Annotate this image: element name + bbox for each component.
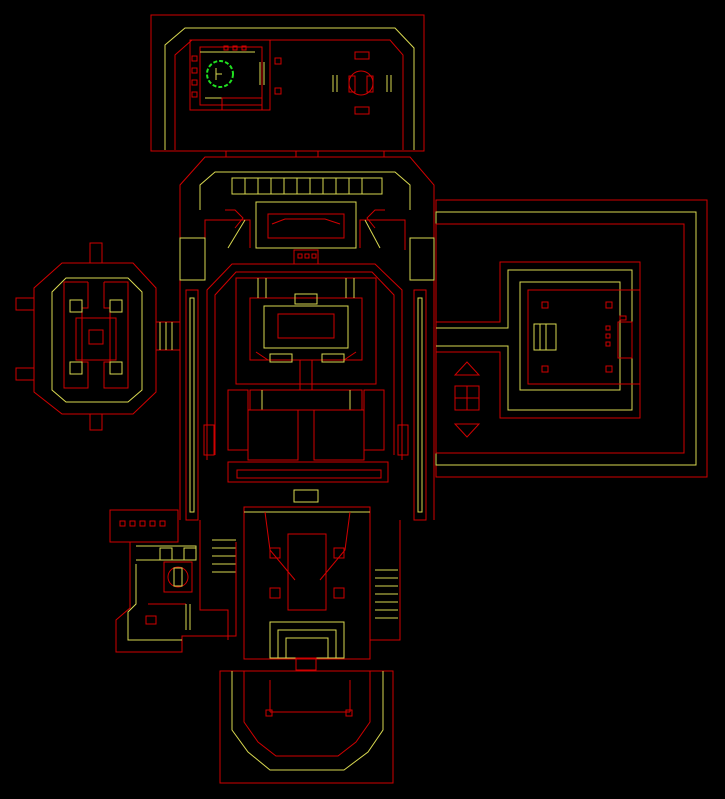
player-arrow-icon bbox=[206, 60, 234, 88]
southwest-room bbox=[109, 509, 237, 653]
north-room bbox=[150, 14, 425, 158]
south-room bbox=[219, 670, 394, 784]
east-room bbox=[435, 199, 708, 478]
central-hall bbox=[179, 156, 435, 641]
west-octagon-room bbox=[15, 242, 181, 431]
south-courtyard bbox=[212, 506, 398, 671]
